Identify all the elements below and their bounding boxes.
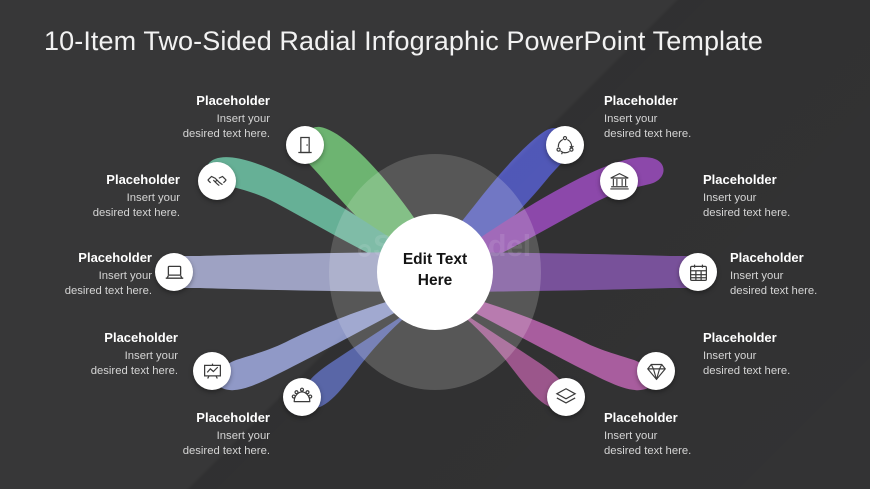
label-left-2: Placeholder Insert your desired text her… — [10, 172, 180, 221]
handshake-icon — [207, 175, 227, 187]
label-right-1-body: Insert your desired text here. — [604, 113, 692, 140]
label-right-4: Placeholder Insert your desired text her… — [703, 330, 870, 379]
calendar-icon — [689, 264, 707, 281]
node-left-5[interactable] — [283, 378, 321, 416]
label-left-2-title: Placeholder — [106, 172, 180, 187]
label-right-5: Placeholder Insert your desired text her… — [604, 410, 784, 459]
label-left-4-title: Placeholder — [104, 330, 178, 345]
node-right-4[interactable] — [637, 352, 675, 390]
petal-left-3 — [168, 252, 440, 292]
node-right-1[interactable] — [546, 126, 584, 164]
node-left-2[interactable] — [198, 162, 236, 200]
petal-right-3 — [430, 252, 702, 292]
label-left-1-title: Placeholder — [196, 93, 270, 108]
node-right-2[interactable] — [600, 162, 638, 200]
diamond-icon — [646, 363, 666, 380]
label-left-4: Placeholder Insert your desired text her… — [8, 330, 178, 379]
label-left-3-title: Placeholder — [78, 250, 152, 265]
layers-icon — [555, 388, 577, 404]
label-left-5: Placeholder Insert your desired text her… — [100, 410, 270, 459]
label-right-1: Placeholder Insert your desired text her… — [604, 93, 784, 142]
bank-icon — [609, 172, 629, 190]
label-left-1: Placeholder Insert your desired text her… — [100, 93, 270, 142]
node-right-5[interactable] — [547, 378, 585, 416]
label-right-2-body: Insert your desired text here. — [703, 192, 791, 219]
label-left-4-body: Insert your desired text here. — [90, 350, 178, 377]
label-right-3-title: Placeholder — [730, 250, 804, 265]
label-right-3-body: Insert your desired text here. — [730, 270, 818, 297]
petal-right-4 — [427, 288, 654, 391]
petal-left-5 — [303, 286, 446, 408]
label-right-2-title: Placeholder — [703, 172, 777, 187]
center-hub-circle — [377, 214, 493, 330]
meeting-table-icon — [291, 387, 313, 403]
page-title: 10-Item Two-Sided Radial Infographic Pow… — [44, 26, 763, 56]
petal-right-5 — [424, 286, 567, 408]
label-right-4-body: Insert your desired text here. — [703, 350, 791, 377]
label-left-5-title: Placeholder — [196, 410, 270, 425]
center-label-line1: Edit Text — [402, 251, 468, 268]
label-right-5-body: Insert your desired text here. — [604, 430, 692, 457]
center-edit-text-label[interactable]: Edit Text Here — [382, 250, 488, 292]
label-right-5-title: Placeholder — [604, 410, 678, 425]
laptop-icon — [165, 265, 183, 279]
label-right-3: Placeholder Insert your desired text her… — [730, 250, 870, 299]
label-right-2: Placeholder Insert your desired text her… — [703, 172, 870, 221]
label-left-3-body: Insert your desired text here. — [64, 270, 152, 297]
label-left-2-body: Insert your desired text here. — [92, 192, 180, 219]
node-left-3[interactable] — [155, 253, 193, 291]
label-left-5-body: Insert your desired text here. — [182, 430, 270, 457]
label-left-1-body: Insert your desired text here. — [182, 113, 270, 140]
label-left-3: Placeholder Insert your desired text her… — [0, 250, 152, 299]
node-left-4[interactable] — [193, 352, 231, 390]
presentation-board-icon — [203, 363, 221, 379]
node-left-1[interactable] — [286, 126, 324, 164]
door-icon — [298, 136, 312, 154]
center-label-line2: Here — [417, 271, 453, 289]
label-right-1-title: Placeholder — [604, 93, 678, 108]
node-right-3[interactable] — [679, 253, 717, 291]
petal-left-4 — [216, 288, 443, 391]
cycle-arrows-icon — [556, 135, 574, 155]
label-right-4-title: Placeholder — [703, 330, 777, 345]
